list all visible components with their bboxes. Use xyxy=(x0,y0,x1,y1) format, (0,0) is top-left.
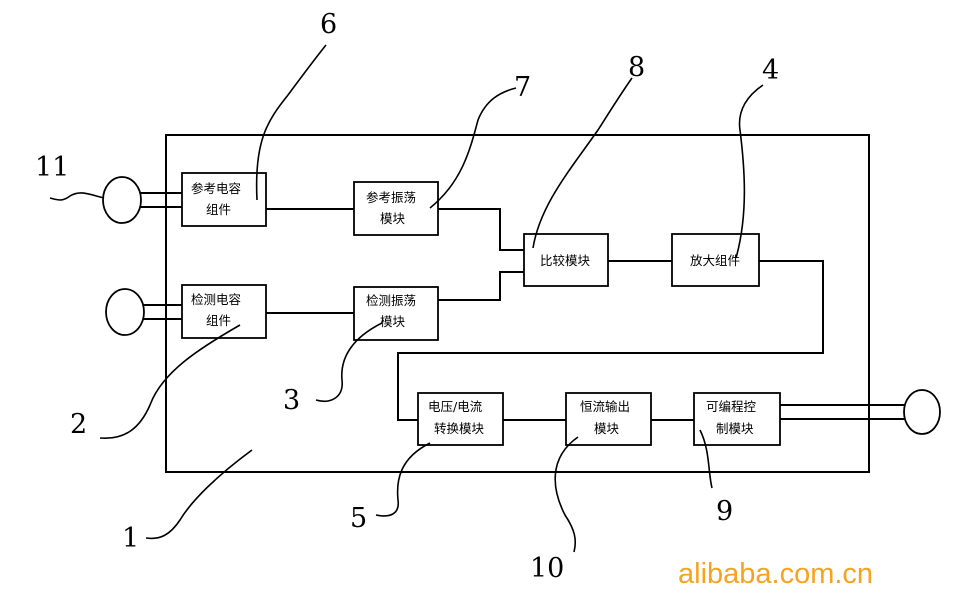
block-vi-conv-line1: 电压/电流 xyxy=(428,399,483,414)
label-5: 5 xyxy=(350,503,367,534)
block-ref-cap: 参考电容 组件 xyxy=(181,172,267,227)
block-compare: 比较模块 xyxy=(523,233,609,287)
block-ref-osc-line1: 参考振荡 xyxy=(366,190,416,205)
block-prog-ctrl-line2: 制模块 xyxy=(716,421,754,436)
wires xyxy=(266,208,824,421)
leader-2 xyxy=(99,324,241,439)
block-ref-osc-line2: 模块 xyxy=(380,211,406,226)
block-det-cap-line2: 组件 xyxy=(206,313,231,328)
leader-5 xyxy=(375,442,431,517)
block-compare-line1: 比较模块 xyxy=(540,253,591,268)
label-1: 1 xyxy=(122,523,139,554)
block-prog-ctrl-line1: 可编程控 xyxy=(706,399,757,414)
block-ref-osc: 参考振荡 模块 xyxy=(353,181,439,236)
leader-6 xyxy=(255,44,327,201)
block-det-cap-line1: 检测电容 xyxy=(191,292,241,307)
housing-frame xyxy=(165,134,870,473)
leader-4 xyxy=(735,84,764,259)
label-3: 3 xyxy=(283,385,300,416)
watermark: alibaba.com.cn xyxy=(678,558,873,590)
block-cc-out-line2: 模块 xyxy=(594,421,620,436)
block-det-cap: 检测电容 组件 xyxy=(181,284,267,339)
label-6: 6 xyxy=(320,9,337,40)
leader-3 xyxy=(315,322,383,402)
block-cc-out: 恒流输出 模块 xyxy=(565,392,652,446)
output-terminal xyxy=(780,389,941,435)
block-prog-ctrl: 可编程控 制模块 xyxy=(693,392,781,446)
probe-2 xyxy=(105,288,182,336)
leader-8 xyxy=(532,77,633,249)
label-10: 10 xyxy=(530,553,564,584)
label-4: 4 xyxy=(762,55,779,86)
block-ref-cap-line1: 参考电容 xyxy=(191,181,241,196)
block-det-osc-line1: 检测振荡 xyxy=(366,293,416,308)
label-2: 2 xyxy=(70,409,87,440)
block-vi-conv-line2: 转换模块 xyxy=(434,421,485,436)
label-8: 8 xyxy=(628,52,645,83)
leader-10 xyxy=(554,436,579,553)
block-amplify-line1: 放大组件 xyxy=(690,253,740,268)
label-9: 9 xyxy=(716,496,733,527)
leader-7 xyxy=(429,87,517,209)
label-11: 11 xyxy=(35,152,69,183)
label-7: 7 xyxy=(514,72,531,103)
block-det-osc-line2: 模块 xyxy=(380,314,406,329)
probe-11 xyxy=(102,176,182,224)
leader-9 xyxy=(699,429,713,489)
leader-1 xyxy=(145,449,253,540)
block-amplify: 放大组件 xyxy=(671,233,760,287)
block-ref-cap-line2: 组件 xyxy=(206,202,231,217)
leader-lines xyxy=(49,44,764,553)
block-vi-conv: 电压/电流 转换模块 xyxy=(417,392,504,446)
leader-11 xyxy=(49,192,105,201)
block-cc-out-line1: 恒流输出 xyxy=(580,399,630,414)
